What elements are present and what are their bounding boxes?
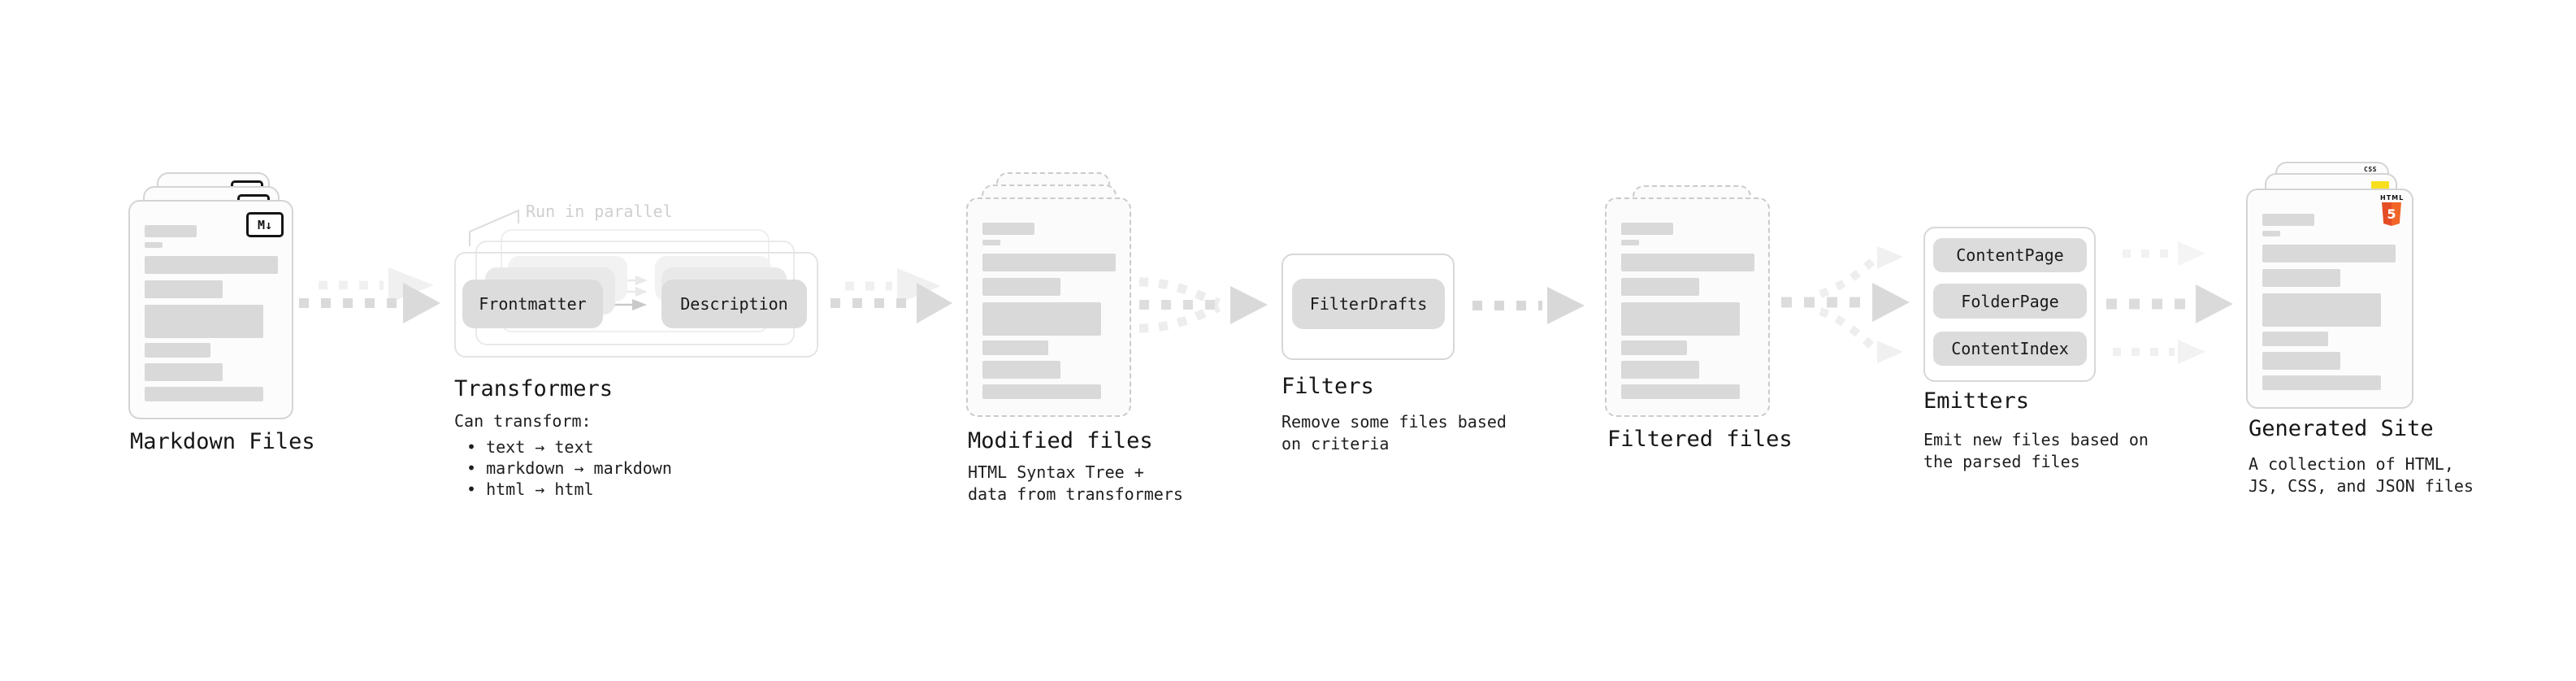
transform-bullet: • text → text <box>466 437 594 457</box>
text-line-placeholder <box>145 280 223 298</box>
modified-files-title: Modified files <box>968 428 1153 453</box>
text-line-placeholder <box>982 278 1060 296</box>
markdown-files-title: Markdown Files <box>130 429 315 454</box>
text-line-placeholder <box>1621 278 1699 296</box>
html5-icon-shield: 5 <box>2382 202 2401 226</box>
html5-icon-label: HTML <box>2380 194 2405 202</box>
contentindex-pill: ContentIndex <box>1933 332 2087 366</box>
text-line-placeholder <box>1621 254 1754 271</box>
text-line-placeholder <box>1621 240 1639 245</box>
filters-subtitle: Remove some files based on criteria <box>1281 412 1507 453</box>
arrow-modified-to-filters <box>1138 277 1268 333</box>
frontmatter-pill: Frontmatter <box>462 280 603 328</box>
text-line-placeholder <box>982 384 1101 399</box>
text-line-placeholder <box>2262 269 2340 287</box>
markdown-icon: M↓ <box>246 212 284 237</box>
generated-file-card-html: HTML 5 <box>2246 189 2413 409</box>
text-line-placeholder <box>145 363 223 381</box>
arrow-filtered-to-emitters <box>1781 246 1910 363</box>
html5-icon: HTML 5 <box>2380 194 2403 226</box>
text-line-placeholder <box>2262 245 2396 262</box>
description-pill: Description <box>661 280 807 328</box>
text-line-placeholder <box>982 240 1000 245</box>
modified-file-card <box>966 197 1131 417</box>
text-line-placeholder <box>2262 293 2381 327</box>
generated-site-subtitle: A collection of HTML, JS, CSS, and JSON … <box>2249 454 2474 496</box>
filtered-file-card <box>1605 197 1770 417</box>
text-line-placeholder <box>145 225 197 237</box>
text-line-placeholder <box>2262 332 2328 346</box>
arrow-markdown-to-transformers <box>299 267 440 323</box>
contentpage-pill: ContentPage <box>1933 238 2087 272</box>
js-file-icon <box>2371 181 2389 190</box>
text-line-placeholder <box>2262 214 2314 226</box>
folderpage-pill: FolderPage <box>1933 284 2087 319</box>
text-line-placeholder <box>1621 223 1673 235</box>
text-line-placeholder <box>2262 352 2340 370</box>
text-line-placeholder <box>145 387 263 401</box>
arrow-filters-to-filtered <box>1472 287 1585 324</box>
text-line-placeholder <box>1621 302 1740 336</box>
generated-site-title: Generated Site <box>2249 416 2434 441</box>
text-line-placeholder <box>982 340 1048 355</box>
text-line-placeholder <box>982 361 1060 379</box>
text-line-placeholder <box>1621 340 1687 355</box>
emitters-title: Emitters <box>1923 388 2030 414</box>
emitters-subtitle: Emit new files based on the parsed files <box>1923 430 2149 471</box>
filterdrafts-pill: FilterDrafts <box>1292 279 1445 329</box>
text-line-placeholder <box>982 302 1101 336</box>
filters-title: Filters <box>1281 374 1374 399</box>
text-line-placeholder <box>2262 231 2280 236</box>
text-line-placeholder <box>145 242 163 248</box>
modified-files-subtitle: HTML Syntax Tree + data from transformer… <box>968 462 1183 504</box>
text-line-placeholder <box>145 305 263 338</box>
text-line-placeholder <box>982 223 1034 235</box>
text-line-placeholder <box>145 343 210 358</box>
arrow-transformers-to-modified <box>830 268 952 323</box>
transformer-frame <box>454 252 818 358</box>
filtered-files-title: Filtered files <box>1607 427 1793 452</box>
text-line-placeholder <box>1621 384 1740 399</box>
text-line-placeholder <box>2262 375 2381 390</box>
arrow-emitters-to-generated <box>2106 241 2233 364</box>
transformers-title: Transformers <box>454 376 614 401</box>
transform-bullet: • markdown → markdown <box>466 458 672 478</box>
transform-bullet: • html → html <box>466 479 594 499</box>
markdown-file-card: M↓ <box>128 200 293 419</box>
text-line-placeholder <box>982 254 1116 271</box>
transformers-note-heading: Can transform: <box>454 411 592 431</box>
text-line-placeholder <box>1621 361 1699 379</box>
run-in-parallel-annotation: Run in parallel <box>526 202 673 221</box>
text-line-placeholder <box>145 256 278 274</box>
